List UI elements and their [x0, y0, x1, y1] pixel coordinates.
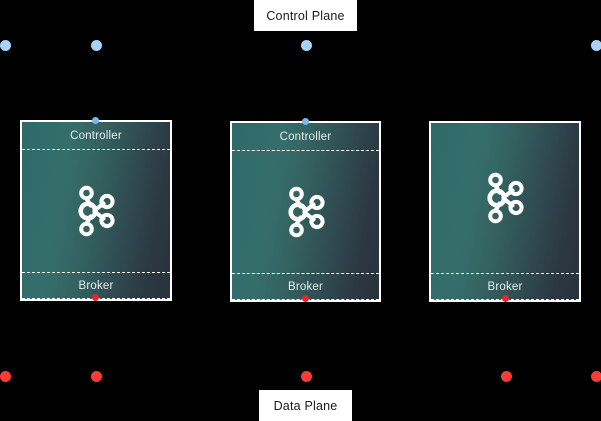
- data-dot-1[interactable]: [0, 371, 11, 382]
- node-control-dot[interactable]: [92, 117, 99, 124]
- controller-divider: [232, 150, 379, 151]
- controller-label: Controller: [70, 130, 122, 142]
- broker-divider-top: [232, 273, 379, 274]
- node-control-dot[interactable]: [302, 118, 309, 125]
- node-card[interactable]: Broker: [429, 121, 581, 302]
- controller-section: Controller: [232, 123, 379, 151]
- kafka-logo-icon: [287, 186, 325, 238]
- node-data-dot[interactable]: [502, 295, 509, 302]
- node-body: [232, 151, 379, 273]
- broker-label: Broker: [287, 280, 324, 293]
- kafka-logo-icon: [78, 185, 115, 237]
- data-plane-label: Data Plane: [259, 390, 352, 421]
- control-dot-4[interactable]: [591, 40, 601, 51]
- data-dot-2[interactable]: [91, 371, 102, 382]
- control-plane-label: Control Plane: [254, 0, 357, 31]
- controller-section: Controller: [22, 122, 170, 150]
- data-dot-4[interactable]: [501, 371, 512, 382]
- node-data-dot[interactable]: [92, 294, 99, 301]
- controller-label: Controller: [279, 131, 332, 143]
- control-dot-1[interactable]: [0, 40, 11, 51]
- broker-label: Broker: [487, 280, 523, 293]
- node-body: [431, 123, 579, 273]
- data-dot-3[interactable]: [301, 371, 312, 382]
- broker-label: Broker: [78, 279, 114, 292]
- node-data-dot[interactable]: [302, 295, 309, 302]
- data-dot-5[interactable]: [591, 371, 601, 382]
- node-body: [22, 150, 170, 272]
- data-plane-label-text: Data Plane: [273, 398, 338, 413]
- control-plane-label-text: Control Plane: [266, 8, 345, 23]
- control-dot-2[interactable]: [91, 40, 102, 51]
- control-dot-3[interactable]: [301, 40, 312, 51]
- kafka-logo-icon: [487, 172, 524, 224]
- broker-divider-top: [22, 272, 170, 273]
- broker-divider-top: [431, 273, 579, 274]
- controller-divider: [22, 149, 170, 150]
